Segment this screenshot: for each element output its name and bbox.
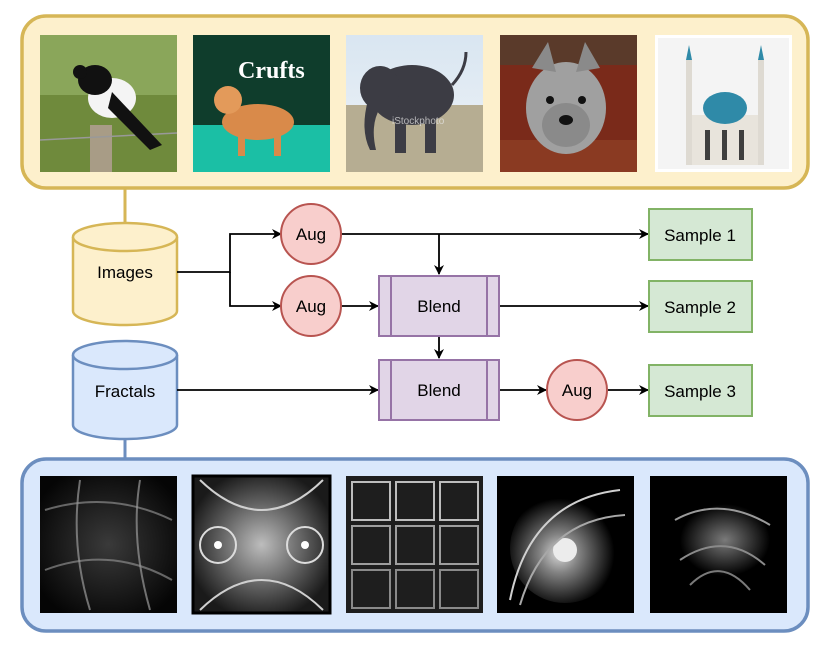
blend-node-bottom-label: Blend [417,381,460,400]
sample-2-label: Sample 2 [664,298,736,317]
images-database-label: Images [97,263,153,282]
edges [177,229,649,395]
images-database[interactable]: Images [71,221,179,327]
fractal-thumbnail-1 [40,476,177,613]
photo-thumbnail-elephant: iStockphoto [346,35,483,172]
photo-thumbnail-terrier [500,35,637,172]
sample-1-label: Sample 1 [664,226,736,245]
sample-3-node[interactable]: Sample 3 [648,364,753,417]
aug-node-bottom[interactable]: Aug [546,359,608,421]
fractals-database[interactable]: Fractals [71,339,179,441]
aug-node-top[interactable]: Aug [280,203,342,265]
fractal-thumbnail-3 [346,476,483,613]
sample-1-node[interactable]: Sample 1 [648,208,753,261]
sample-3-label: Sample 3 [664,382,736,401]
fractal-thumbnail-2 [191,474,332,615]
edge-images-to-aug-top [177,229,282,273]
crufts-logo-text: Crufts [238,58,305,84]
photo-thumbnail-mosque [655,35,792,172]
fractals-database-label: Fractals [95,382,155,401]
sample-2-node[interactable]: Sample 2 [648,280,753,333]
blend-node-top[interactable]: Blend [378,275,500,337]
fractal-thumbnail-4 [497,476,634,613]
aug-node-mid[interactable]: Aug [280,275,342,337]
aug-node-mid-label: Aug [296,297,326,316]
edge-images-to-aug-mid [229,272,282,311]
photo-thumbnail-poodle: Crufts [193,35,330,172]
fractal-thumbnail-5 [650,476,787,613]
photo-thumbnail-magpie [39,35,178,172]
blend-node-top-label: Blend [417,297,460,316]
aug-node-bottom-label: Aug [562,381,592,400]
istockphoto-watermark: iStockphoto [392,116,445,127]
blend-node-bottom[interactable]: Blend [378,359,500,421]
aug-node-top-label: Aug [296,225,326,244]
